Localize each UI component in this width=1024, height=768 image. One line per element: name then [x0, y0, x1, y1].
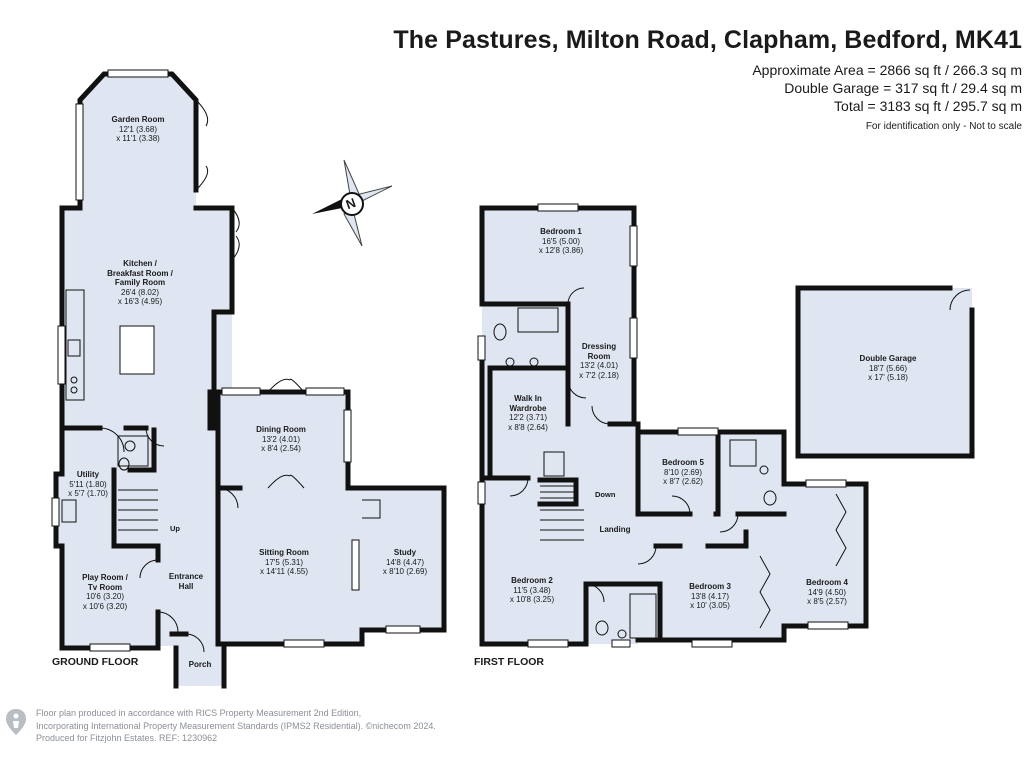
room-dimension: x 16'3 (4.95): [117, 297, 163, 306]
nichecom-logo-icon: [6, 709, 26, 735]
room-dimension: x 11'1 (3.38): [116, 134, 160, 143]
room-garden-room: Garden Room 12'1 (3.68) x 11'1 (3.38): [112, 115, 165, 144]
room-dimension: x 10'6 (3.20): [82, 601, 128, 611]
ground-floor-label: GROUND FLOOR: [52, 656, 139, 668]
room-dimension: x 12'8 (3.86): [538, 246, 584, 255]
room-double-garage: Double Garage 18'7 (5.66) x 17' (5.18): [860, 354, 917, 383]
room-walk-in-wardrobe: Walk In Wardrobe 12'2 (3.71) x 8'8 (2.64…: [508, 394, 548, 432]
room-play-room: Play Room / Tv Room 10'6 (3.20) x 10'6 (…: [82, 573, 128, 611]
room-dimension: x 8'4 (2.54): [261, 444, 301, 453]
room-landing: Landing: [599, 525, 630, 535]
room-dimension: x 7'2 (2.18): [579, 370, 619, 380]
room-bedroom-3: Bedroom 3 13'8 (4.17) x 10' (3.05): [689, 582, 731, 611]
room-dimension: 18'7 (5.66): [869, 363, 907, 373]
doors-and-fixtures: [61, 99, 971, 653]
room-dimension: 8'10 (2.69): [663, 467, 702, 477]
room-name: Bedroom 4: [806, 578, 848, 587]
room-name: Dining Room: [256, 425, 306, 434]
room-study: Study 14'8 (4.47) x 8'10 (2.69): [383, 548, 427, 577]
room-entrance-hall: Entrance Hall: [169, 572, 203, 591]
footer-line: Incorporating International Property Mea…: [36, 720, 436, 731]
first-floor-label: FIRST FLOOR: [474, 656, 544, 668]
room-kitchen: Kitchen / Breakfast Room / Family Room 2…: [107, 259, 173, 307]
room-dressing-room: Dressing Room 13'2 (4.01) x 7'2 (2.18): [579, 342, 619, 380]
room-dimension: 16'5 (5.00): [542, 236, 580, 246]
room-fills: [56, 74, 972, 686]
windows: [51, 69, 849, 652]
room-name-line: Kitchen /: [123, 259, 157, 268]
room-dimension: x 14'11 (4.55): [259, 567, 309, 576]
room-bedroom-4: Bedroom 4 14'9 (4.50) x 8'5 (2.57): [806, 578, 848, 607]
room-dimension: 12'2 (3.71): [509, 413, 547, 422]
room-name-line: Tv Room: [87, 582, 123, 592]
room-name-line: Play Room /: [82, 573, 128, 582]
room-name: Landing: [599, 525, 631, 534]
approximate-area: Approximate Area = 2866 sq ft / 266.3 sq…: [752, 62, 1022, 78]
stairs-down-label: Down: [595, 490, 616, 499]
room-dimension: 13'2 (4.01): [580, 361, 618, 370]
room-dimension: 14'9 (4.50): [807, 587, 846, 597]
room-name: Study: [393, 548, 417, 557]
room-name: Garden Room: [111, 115, 165, 124]
room-dimension: x 8'7 (2.62): [663, 477, 703, 486]
room-dimension: x 10'8 (3.25): [509, 595, 555, 604]
room-name: Utility: [76, 470, 100, 479]
room-name: Bedroom 3: [689, 582, 731, 591]
room-dimension: 12'1 (3.68): [119, 124, 157, 134]
room-dining-room: Dining Room 13'2 (4.01) x 8'4 (2.54): [256, 425, 306, 454]
room-name-line: Family Room: [114, 278, 166, 287]
room-dimension: 11'5 (3.48): [513, 585, 551, 595]
compass-rose: [312, 159, 393, 247]
room-name: Bedroom 2: [511, 576, 553, 585]
room-name-line: Room: [587, 351, 611, 361]
room-dimension: x 8'8 (2.64): [508, 422, 548, 432]
room-name-line: Entrance: [168, 572, 204, 581]
total-area: Total = 3183 sq ft / 295.7 sq m: [834, 98, 1022, 114]
footer-line: Produced for Fitzjohn Estates. REF: 1230…: [36, 733, 218, 743]
room-dimension: 17'5 (5.31): [265, 557, 303, 567]
room-name: Bedroom 5: [662, 458, 704, 467]
room-dimension: 13'8 (4.17): [690, 591, 729, 601]
room-name: Sitting Room: [259, 548, 309, 557]
room-bedroom-5: Bedroom 5 8'10 (2.69) x 8'7 (2.62): [662, 458, 704, 487]
room-porch: Porch: [189, 660, 212, 670]
room-dimension: x 5'7 (1.70): [68, 489, 108, 498]
stairs-up-label: Up: [170, 524, 180, 533]
room-name: Bedroom 1: [540, 227, 582, 236]
room-dimension: 26'4 (8.02): [120, 287, 159, 297]
identification-note: For identification only - Not to scale: [865, 121, 1022, 132]
room-dimension: 14'8 (4.47): [386, 557, 424, 567]
garage-area: Double Garage = 317 sq ft / 29.4 sq m: [784, 80, 1022, 96]
room-utility: Utility 5'11 (1.80) x 5'7 (1.70): [68, 470, 108, 499]
room-dimension: 5'11 (1.80): [69, 479, 107, 489]
footer-disclaimer: Floor plan produced in accordance with R…: [36, 707, 436, 745]
room-name: Porch: [188, 660, 212, 669]
room-bedroom-1: Bedroom 1 16'5 (5.00) x 12'8 (3.86): [539, 227, 583, 256]
room-bedroom-2: Bedroom 2 11'5 (3.48) x 10'8 (3.25): [510, 576, 554, 605]
room-name-line: Breakfast Room /: [107, 268, 173, 278]
footer-line: Floor plan produced in accordance with R…: [36, 708, 362, 718]
room-dimension: x 8'5 (2.57): [807, 597, 847, 606]
room-dimension: x 10' (3.05): [690, 601, 730, 610]
page-title: The Pastures, Milton Road, Clapham, Bedf…: [393, 26, 1022, 54]
room-name: Double Garage: [859, 354, 917, 363]
room-sitting-room: Sitting Room 17'5 (5.31) x 14'11 (4.55): [259, 548, 309, 577]
room-dimension: 10'6 (3.20): [85, 592, 124, 601]
room-name-line: Hall: [178, 581, 194, 591]
room-dimension: x 8'10 (2.69): [382, 567, 428, 576]
room-name-line: Dressing: [581, 342, 617, 351]
room-dimension: x 17' (5.18): [868, 373, 908, 382]
room-dimension: 13'2 (4.01): [262, 434, 300, 444]
room-name-line: Wardrobe: [509, 403, 547, 413]
room-name-line: Walk In: [514, 394, 542, 403]
